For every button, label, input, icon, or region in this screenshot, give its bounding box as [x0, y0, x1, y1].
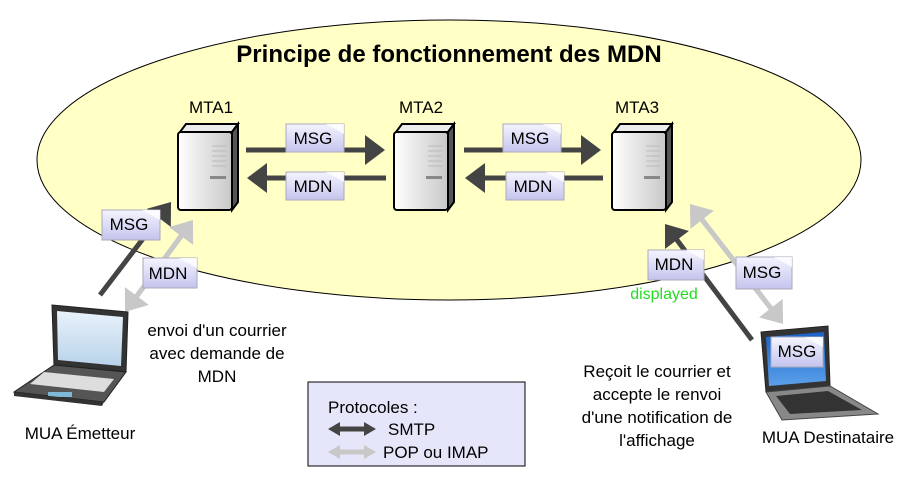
server-icon-mta1: [177, 121, 240, 213]
legend-pop-label: POP ou IMAP: [383, 443, 489, 462]
envelope-msg-mta2-mta3: MSG: [502, 123, 562, 153]
envelope-label: MSG: [743, 263, 782, 282]
legend-pop-arrow-icon: [328, 445, 376, 459]
sender-note-line-1: envoi d'un courrier: [147, 321, 287, 340]
diagram-title: Principe de fonctionnement des MDN: [236, 41, 661, 68]
legend-smtp-label: SMTP: [388, 420, 435, 439]
envelope-mdn-sender: MDN: [142, 257, 198, 289]
envelope-label: MSG: [778, 342, 817, 361]
recipient-note-line-1: Reçoit le courrier et: [583, 362, 731, 381]
server-label-mta3: MTA3: [615, 98, 659, 117]
server-icon-mta2: [393, 121, 456, 213]
legend-heading: Protocoles :: [328, 398, 418, 417]
sender-label: MUA Émetteur: [25, 424, 136, 443]
sender-note-line-3: MDN: [198, 367, 237, 386]
recipient-note-line-2: accepte le renvoi: [593, 385, 722, 404]
envelope-label: MDN: [655, 255, 694, 274]
laptop-icon-sender: [12, 304, 129, 406]
sender-note-line-2: avec demande de: [149, 344, 284, 363]
envelope-mdn-recipient: MDN: [647, 249, 705, 281]
legend-smtp-arrow-icon: [328, 422, 376, 436]
server-label-mta1: MTA1: [189, 98, 233, 117]
envelope-on-screen: MSG: [770, 336, 824, 368]
envelope-label: MDN: [294, 177, 333, 196]
recipient-note-line-4: l'affichage: [619, 431, 695, 450]
protocol-legend: Protocoles : SMTP POP ou IMAP: [307, 381, 526, 467]
recipient-note-line-3: d'une notification de: [582, 408, 733, 427]
envelope-msg-sender: MSG: [101, 209, 161, 241]
envelope-label: MDN: [514, 177, 553, 196]
arrow-recipient-to-mta3: [665, 224, 754, 342]
envelope-mdn-mta3-mta2: MDN: [505, 171, 565, 201]
mdn-status-displayed: displayed: [630, 286, 698, 303]
server-icon-mta3: [611, 121, 674, 213]
recipient-label: MUA Destinataire: [762, 428, 894, 447]
envelope-label: MSG: [294, 129, 333, 148]
envelope-label: MSG: [511, 129, 550, 148]
envelope-msg-recipient: MSG: [735, 256, 793, 290]
server-label-mta2: MTA2: [399, 98, 443, 117]
envelope-msg-mta1-mta2: MSG: [285, 123, 345, 153]
envelope-label: MSG: [110, 215, 149, 234]
envelope-label: MDN: [149, 264, 188, 283]
envelope-mdn-mta2-mta1: MDN: [285, 171, 345, 201]
